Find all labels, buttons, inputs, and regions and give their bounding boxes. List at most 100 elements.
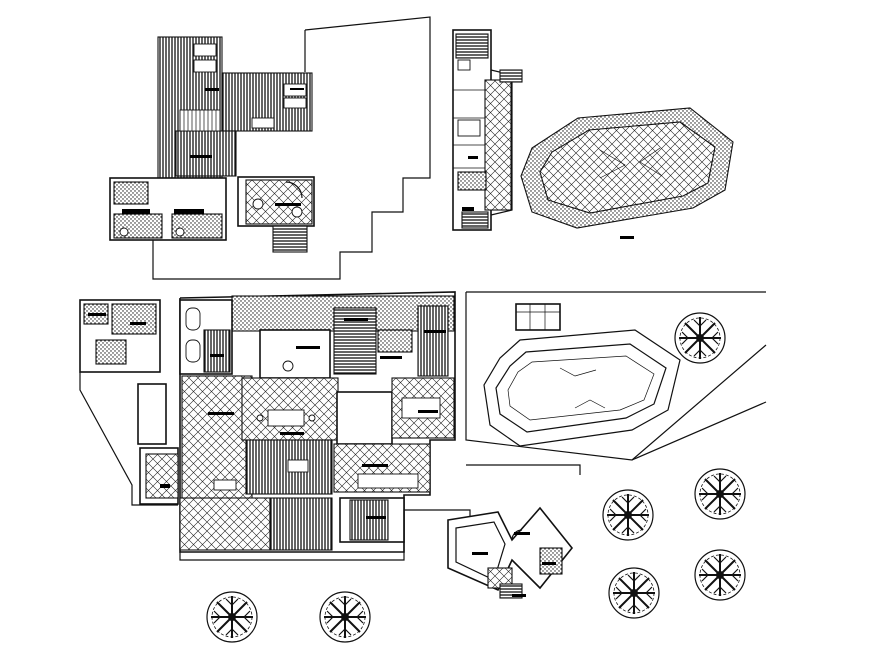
tree-symbol <box>694 468 746 520</box>
ground-floor-plan <box>79 291 471 561</box>
tree-symbol <box>602 489 654 541</box>
ground-dining-chair-1 <box>256 414 264 422</box>
ground-tub-1 <box>185 307 201 331</box>
ground-bath-c-floor <box>95 339 127 365</box>
ground-kitchen-counter <box>357 473 419 489</box>
ground-bedroom-ne-tag <box>424 330 446 333</box>
cabana-corridor-floor <box>484 79 512 211</box>
ground-bath-n <box>377 329 413 353</box>
ground-dining-tag <box>280 432 304 435</box>
ground-closet-tag <box>210 354 224 357</box>
upper-wc-2 <box>175 227 185 237</box>
cabana-bench <box>461 211 489 229</box>
upper-stair-exterior <box>272 225 308 253</box>
ground-dining-chair-2 <box>308 414 316 422</box>
guest-living <box>455 521 506 581</box>
ground-south-deck <box>269 497 333 551</box>
cabana-bath <box>457 119 481 137</box>
tree-symbol <box>319 591 371 643</box>
upper-study-tag <box>275 203 301 206</box>
tree-symbol <box>694 549 746 601</box>
ground-south-terrace <box>179 497 271 551</box>
upper-room-tag-1 <box>205 88 219 91</box>
ground-closet-floor <box>203 329 231 373</box>
ground-bedroom-ne <box>417 305 449 377</box>
ground-laundry-tag <box>296 346 320 349</box>
pool-detail-water <box>539 121 716 214</box>
ground-west-boundary <box>79 372 178 506</box>
cabana-shower-1 <box>457 59 471 71</box>
upper-study-chair-1 <box>252 198 264 210</box>
ground-dining-table <box>267 409 305 427</box>
ground-family-sofa <box>401 397 441 419</box>
cabana-step <box>499 69 523 83</box>
ground-garage <box>137 383 167 445</box>
upper-wc-1 <box>119 227 129 237</box>
upper-terrace-outline <box>152 16 431 280</box>
ground-south-boundary <box>179 509 471 561</box>
upper-desk <box>283 97 307 109</box>
tree-symbol <box>206 591 258 643</box>
ground-guest-floor <box>349 499 389 541</box>
pool-detail-plan <box>520 107 734 239</box>
upper-bed-2 <box>193 59 217 73</box>
site-south-edge <box>466 464 581 475</box>
ground-tub-2 <box>185 339 201 363</box>
upper-floor-plan <box>109 16 431 280</box>
ground-media-sofa <box>287 459 309 473</box>
pool-detail-steps <box>599 147 663 179</box>
ground-kitchen-tag <box>362 464 388 467</box>
upper-bath-tag-2 <box>174 209 204 214</box>
cabana-tag-1 <box>462 207 474 211</box>
guest-bath-tag <box>542 562 556 565</box>
site-pool-water <box>507 355 655 421</box>
ground-bath-n-tag <box>380 356 402 359</box>
site-pergola <box>515 303 561 331</box>
guest-bath-floor <box>539 547 563 575</box>
ground-living-floor <box>181 375 253 501</box>
upper-room-tag-3 <box>290 88 304 90</box>
site-pool-terrace-edge <box>465 292 767 461</box>
upper-bath-tag-1 <box>122 209 150 214</box>
upper-bath-3-floor <box>171 213 223 239</box>
guest-room-tag <box>514 532 530 535</box>
ground-washer <box>282 360 294 372</box>
ground-bath-tag-a <box>88 313 106 316</box>
site-pool-coping <box>495 343 667 433</box>
upper-study-chair-2 <box>291 206 303 218</box>
ground-dining-floor <box>241 377 339 441</box>
upper-wood-floor-hall <box>175 130 237 177</box>
site-pool-deck <box>483 329 681 447</box>
cabana-tag-2 <box>468 156 478 159</box>
ground-living-tag <box>208 412 234 415</box>
site-path-edge <box>631 401 767 461</box>
ground-living-table <box>213 479 237 491</box>
tree-symbol <box>674 312 726 364</box>
ground-bedroom-n <box>333 307 377 375</box>
ground-courtyard <box>336 391 393 445</box>
guest-living-tag <box>472 552 488 555</box>
ground-bath-tag-b <box>130 322 146 325</box>
site-pool-steps <box>559 367 606 409</box>
upper-bed-1 <box>193 43 217 57</box>
ground-bedroom-n-tag <box>344 318 368 321</box>
upper-sofa <box>251 117 275 129</box>
cabana-storage <box>457 171 487 191</box>
upper-room-tag-2 <box>190 155 212 158</box>
ground-family-tag <box>418 410 438 413</box>
ground-guest-tag <box>366 516 386 519</box>
pool-detail-tag <box>620 236 634 239</box>
tree-symbol <box>608 567 660 619</box>
ground-laundry <box>259 329 331 379</box>
ground-bath-b-floor <box>111 303 157 335</box>
guest-entry-tag <box>512 594 526 597</box>
guest-house-plan <box>447 506 574 599</box>
site-pool-plan <box>465 291 767 475</box>
cabana-plan <box>452 29 523 231</box>
cabana-deck <box>455 33 489 59</box>
ground-entry-tag <box>160 484 170 488</box>
upper-study-door-swing <box>285 181 303 199</box>
ground-entry-floor <box>145 453 179 499</box>
upper-bath-1-floor <box>113 181 149 205</box>
